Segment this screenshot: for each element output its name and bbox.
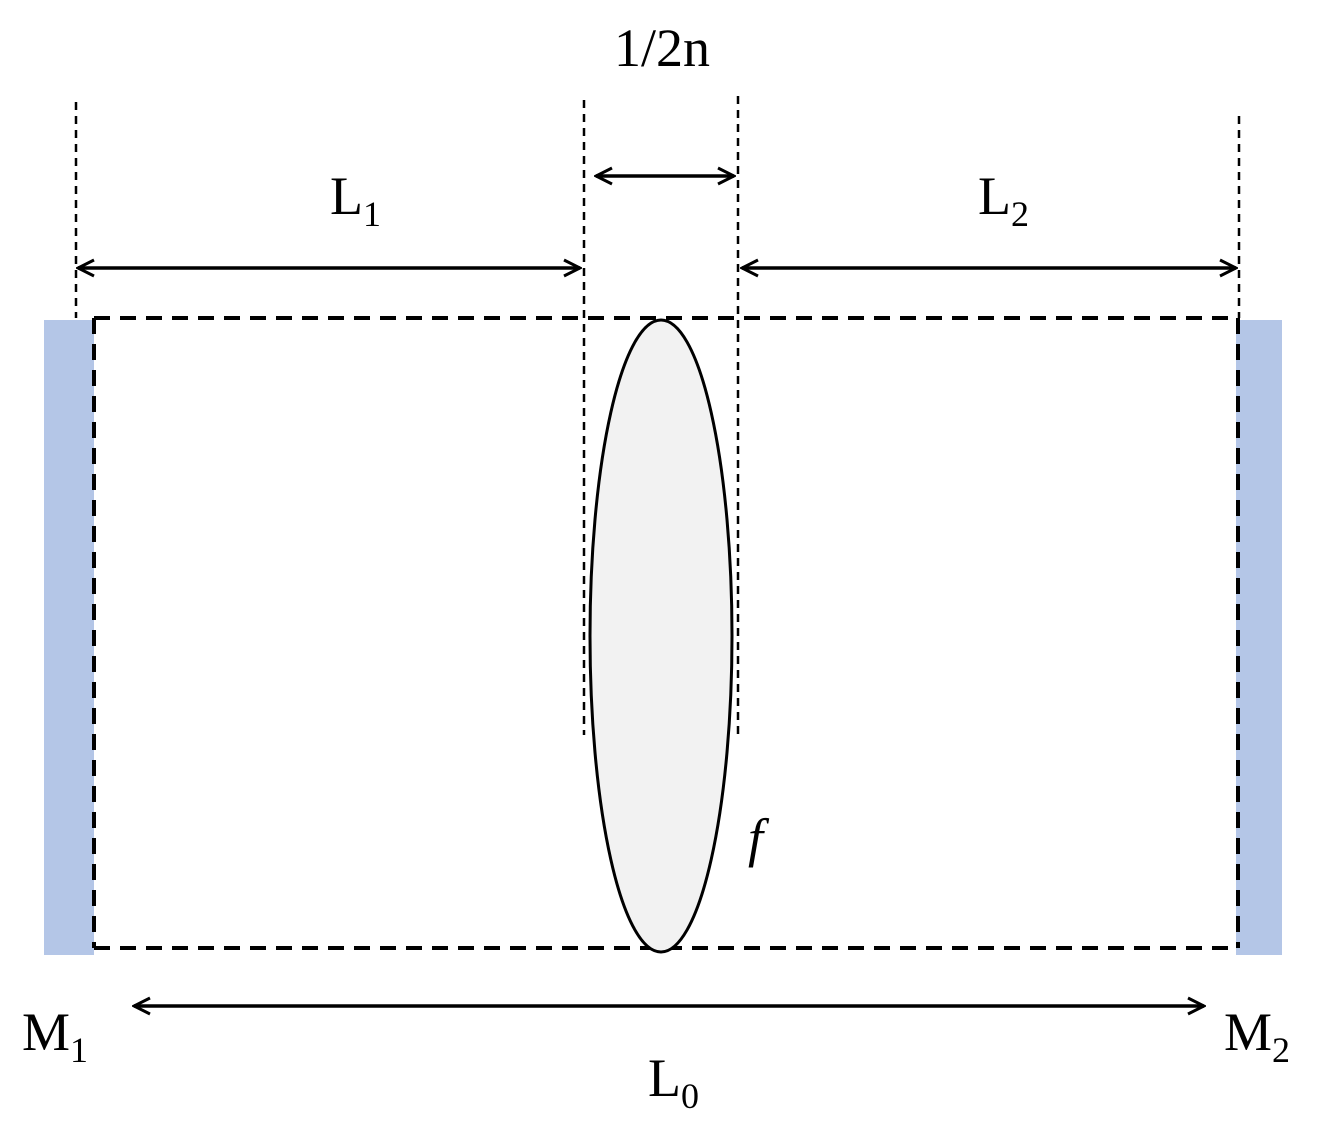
reference-lines (74, 96, 1241, 735)
lens-icon (588, 318, 734, 954)
mirror-m1-icon (44, 320, 94, 955)
m1-label-sub: 1 (70, 1030, 88, 1070)
dimension-arrows (78, 176, 1236, 1006)
focal-label: f (748, 808, 770, 868)
l0-label-sub: 0 (681, 1076, 699, 1116)
gap-label: 1/2n (614, 18, 710, 78)
mirror-m2-icon (1236, 320, 1282, 955)
l0-label: L0 (648, 1048, 699, 1116)
m1-label: M1 (22, 1002, 88, 1070)
l2-label-sub: 2 (1011, 194, 1029, 234)
m2-label: M2 (1224, 1002, 1290, 1070)
l1-label-main: L (330, 166, 363, 226)
m2-label-main: M (1224, 1002, 1272, 1062)
m1-label-main: M (22, 1002, 70, 1062)
l0-label-main: L (648, 1048, 681, 1108)
l2-label-main: L (978, 166, 1011, 226)
l1-label: L1 (330, 166, 381, 234)
l2-label: L2 (978, 166, 1029, 234)
m2-label-sub: 2 (1272, 1030, 1290, 1070)
l1-label-sub: 1 (363, 194, 381, 234)
